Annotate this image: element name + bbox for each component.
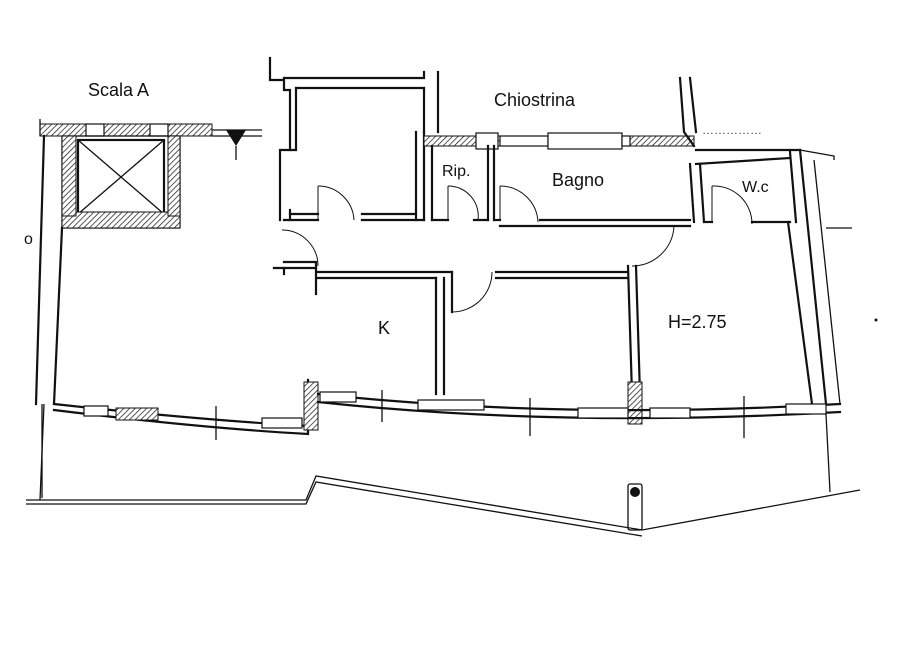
label-left-edge: o [24, 231, 33, 248]
balcony [26, 404, 861, 537]
label-height: H=2.75 [668, 312, 727, 332]
corridor-partitions [272, 225, 675, 425]
south-facade [52, 378, 842, 440]
label-rip: Rip. [442, 163, 470, 180]
stair-shaft [61, 135, 181, 229]
closet-door [317, 185, 355, 221]
label-top-right-faint: …………… [702, 123, 762, 137]
label-scala: Scala A [88, 80, 149, 100]
chiostrina-facade [423, 132, 695, 150]
closet-room [268, 56, 440, 222]
label-wc: W.c [742, 179, 769, 196]
label-chiostrina: Chiostrina [494, 90, 576, 110]
wc-block [678, 76, 852, 406]
small-dot-mark [874, 318, 878, 322]
left-wall [34, 134, 64, 501]
label-kitchen: K [378, 318, 390, 338]
top-left-facade [39, 119, 262, 137]
entrance-triangle-icon [226, 130, 246, 160]
label-bagno: Bagno [552, 170, 604, 190]
